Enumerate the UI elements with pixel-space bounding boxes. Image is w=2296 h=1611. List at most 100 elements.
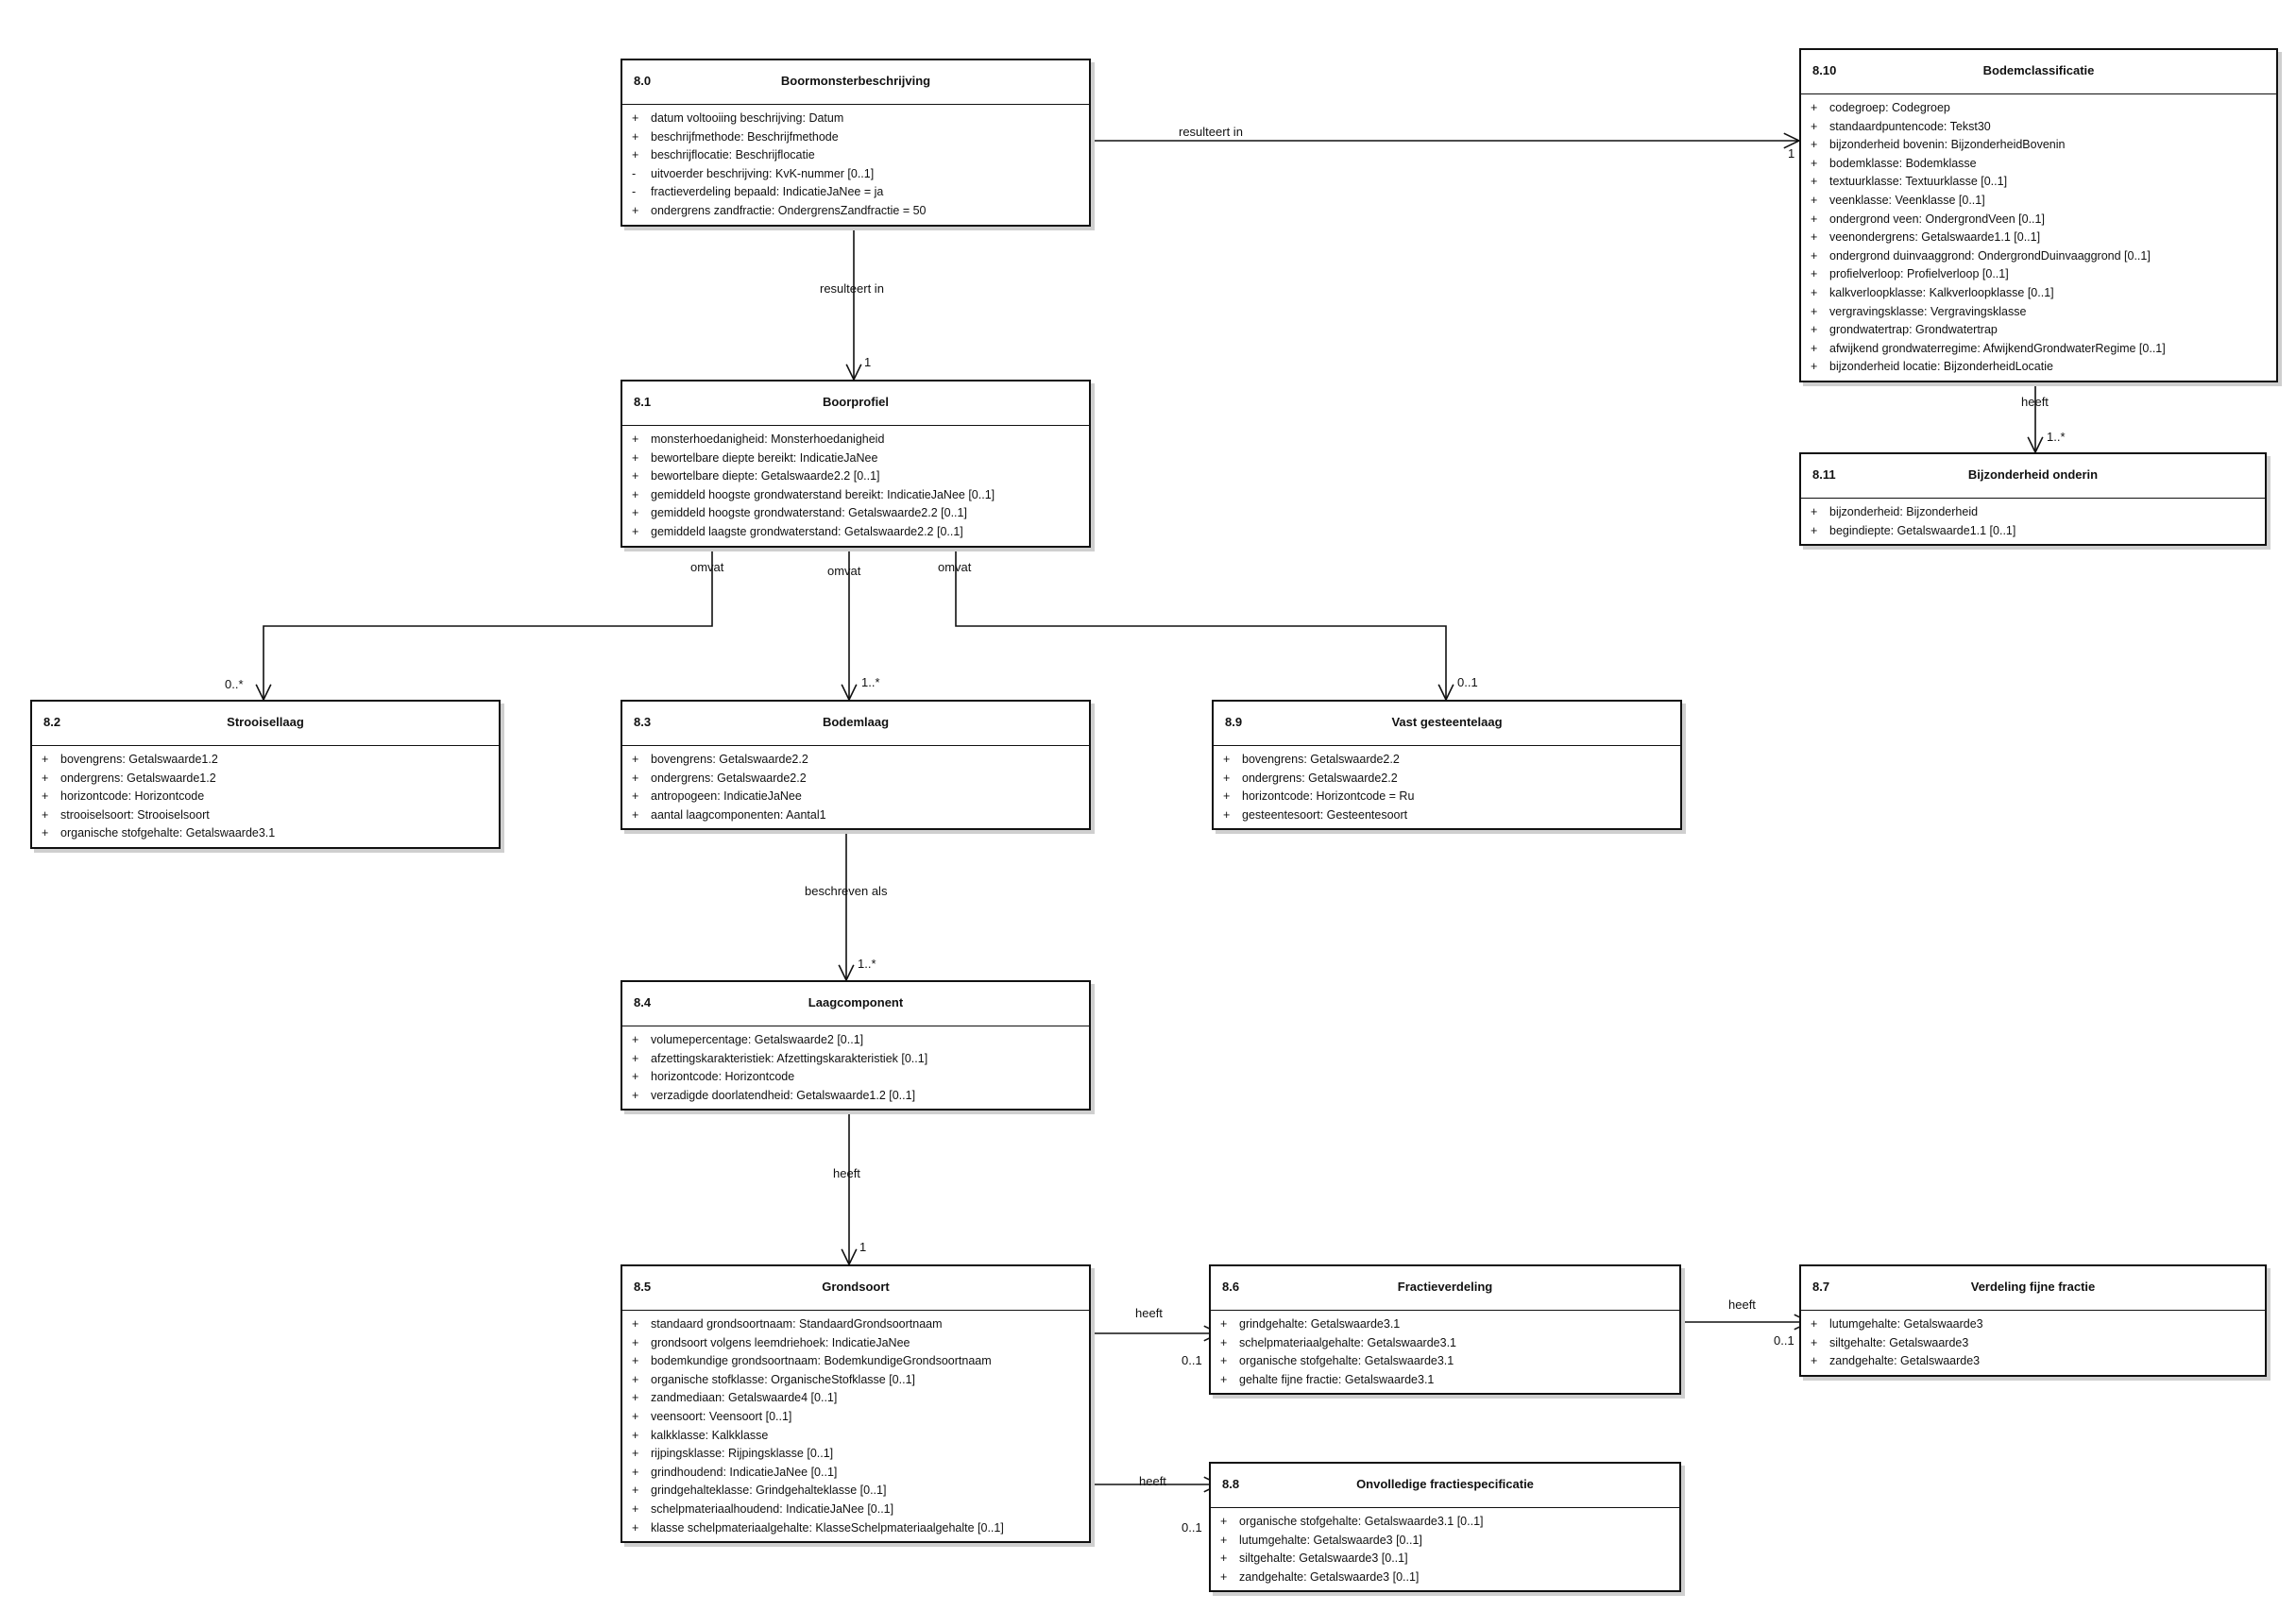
attribute-text: bovengrens: Getalswaarde1.2 (60, 753, 218, 766)
class-name: Onvolledige fractiespecificatie (1356, 1477, 1534, 1491)
attribute-text: zandmediaan: Getalswaarde4 [0..1] (651, 1391, 838, 1405)
attribute-row: +ondergrens: Getalswaarde2.2 (1214, 770, 1680, 789)
multiplicity-label: 1..* (861, 675, 880, 689)
visibility-marker: - (632, 185, 637, 199)
attribute-row: +afwijkend grondwaterregime: AfwijkendGr… (1801, 340, 2276, 359)
multiplicity-label: 0..1 (1182, 1520, 1202, 1535)
visibility-marker: + (632, 1391, 639, 1405)
visibility-marker: + (1811, 119, 1818, 133)
attribute-row: +organische stofgehalte: Getalswaarde3.1 (1211, 1352, 1679, 1371)
visibility-marker: + (1223, 789, 1231, 804)
class-number: 8.1 (634, 395, 652, 409)
attribute-row: +organische stofgehalte: Getalswaarde3.1… (1211, 1513, 1679, 1532)
attribute-row: +bodemkundige grondsoortnaam: Bodemkundi… (622, 1352, 1089, 1371)
class-number: 8.4 (634, 995, 652, 1009)
class-number: 8.0 (634, 74, 652, 88)
attribute-list: +organische stofgehalte: Getalswaarde3.1… (1211, 1508, 1679, 1590)
attribute-list: +grindgehalte: Getalswaarde3.1+schelpmat… (1211, 1311, 1679, 1393)
visibility-marker: + (1220, 1335, 1228, 1349)
visibility-marker: + (632, 1501, 639, 1516)
class-number: 8.9 (1225, 715, 1243, 729)
visibility-marker: + (1223, 807, 1231, 822)
attribute-row: +bewortelbare diepte bereikt: IndicatieJ… (622, 449, 1089, 468)
attribute-text: kalkverloopklasse: Kalkverloopklasse [0.… (1829, 285, 2054, 299)
attribute-text: bovengrens: Getalswaarde2.2 (651, 753, 808, 766)
attribute-text: ondergrens zandfractie: OndergrensZandfr… (651, 203, 927, 217)
visibility-marker: + (632, 1465, 639, 1479)
visibility-marker: + (632, 1335, 639, 1349)
attribute-row: +ondergrens: Getalswaarde1.2 (32, 770, 499, 789)
class-box-8-4[interactable]: 8.4 Laagcomponent +volumepercentage: Getal… (621, 980, 1091, 1111)
attribute-row: +grindhoudend: IndicatieJaNee [0..1] (622, 1464, 1089, 1483)
attribute-text: grindgehalteklasse: Grindgehalteklasse [… (651, 1484, 887, 1498)
attribute-row: +monsterhoedanigheid: Monsterhoedanighei… (622, 431, 1089, 449)
class-box-8-3[interactable]: 8.3 Bodemlaag +bovengrens: Getalswaarde2.2… (621, 700, 1091, 831)
attribute-text: gemiddeld laagste grondwaterstand: Getal… (651, 524, 963, 538)
attribute-text: rijpingsklasse: Rijpingsklasse [0..1] (651, 1447, 834, 1461)
attribute-text: vergravingsklasse: Vergravingsklasse (1829, 304, 2027, 318)
attribute-row: +veenklasse: Veenklasse [0..1] (1801, 192, 2276, 211)
attribute-text: uitvoerder beschrijving: KvK-nummer [0..… (651, 166, 875, 180)
class-name: Bodemclassificatie (1982, 63, 2095, 77)
attribute-row: +lutumgehalte: Getalswaarde3 [0..1] (1211, 1532, 1679, 1551)
attribute-list: +standaard grondsoortnaam: StandaardGron… (622, 1311, 1089, 1541)
visibility-marker: + (632, 506, 639, 520)
attribute-text: siltgehalte: Getalswaarde3 (1829, 1335, 1969, 1349)
attribute-list: +bovengrens: Getalswaarde2.2+ondergrens:… (1214, 746, 1680, 828)
class-number: 8.3 (634, 715, 652, 729)
attribute-row: +volumepercentage: Getalswaarde2 [0..1] (622, 1031, 1089, 1050)
multiplicity-label: 0..1 (1182, 1353, 1202, 1367)
attribute-row: +bewortelbare diepte: Getalswaarde2.2 [0… (622, 467, 1089, 486)
attribute-text: gemiddeld hoogste grondwaterstand bereik… (651, 487, 995, 501)
attribute-text: volumepercentage: Getalswaarde2 [0..1] (651, 1033, 864, 1046)
attribute-row: +beschrijfmethode: Beschrijfmethode (622, 128, 1089, 147)
visibility-marker: + (1811, 212, 1818, 226)
visibility-marker: + (1811, 230, 1818, 245)
attribute-row: +bodemklasse: Bodemklasse (1801, 155, 2276, 174)
attribute-text: bewortelbare diepte: Getalswaarde2.2 [0.… (651, 469, 880, 483)
attribute-text: organische stofgehalte: Getalswaarde3.1 (1239, 1354, 1454, 1368)
multiplicity-label: 1 (864, 355, 872, 369)
attribute-text: begindiepte: Getalswaarde1.1 [0..1] (1829, 523, 2016, 537)
attribute-row: +profielverloop: Profielverloop [0..1] (1801, 265, 2276, 284)
attribute-row: +standaard grondsoortnaam: StandaardGron… (622, 1315, 1089, 1334)
attribute-row: +bijzonderheid locatie: BijzonderheidLoc… (1801, 358, 2276, 377)
attribute-text: organische stofklasse: OrganischeStofkla… (651, 1372, 916, 1386)
visibility-marker: + (1811, 1354, 1818, 1368)
association-label: resulteert in (820, 281, 884, 296)
attribute-row: +strooiselsoort: Strooiselsoort (32, 806, 499, 825)
class-box-8-6[interactable]: 8.6 Fractieverdeling +grindgehalte: Getals… (1209, 1264, 1681, 1396)
attribute-text: ondergrens: Getalswaarde2.2 (1242, 771, 1398, 785)
visibility-marker: + (632, 450, 639, 465)
attribute-text: veenondergrens: Getalswaarde1.1 [0..1] (1829, 230, 2041, 245)
visibility-marker: + (1220, 1569, 1228, 1584)
attribute-row: +gehalte fijne fractie: Getalswaarde3.1 (1211, 1371, 1679, 1390)
visibility-marker: + (632, 148, 639, 162)
class-name: Bodemlaag (822, 715, 890, 729)
class-number: 8.6 (1222, 1280, 1240, 1294)
visibility-marker: + (1220, 1372, 1228, 1386)
class-name: Laagcomponent (808, 995, 904, 1009)
attribute-text: strooiselsoort: Strooiselsoort (60, 807, 210, 822)
visibility-marker: + (632, 1520, 639, 1535)
class-name: Strooisellaag (227, 715, 304, 729)
attribute-list: +bovengrens: Getalswaarde2.2+ondergrens:… (622, 746, 1089, 828)
attribute-row: +schelpmateriaalgehalte: Getalswaarde3.1 (1211, 1334, 1679, 1353)
attribute-text: antropogeen: IndicatieJaNee (651, 789, 802, 804)
class-name: Fractieverdeling (1397, 1280, 1493, 1294)
association-line (263, 540, 713, 700)
